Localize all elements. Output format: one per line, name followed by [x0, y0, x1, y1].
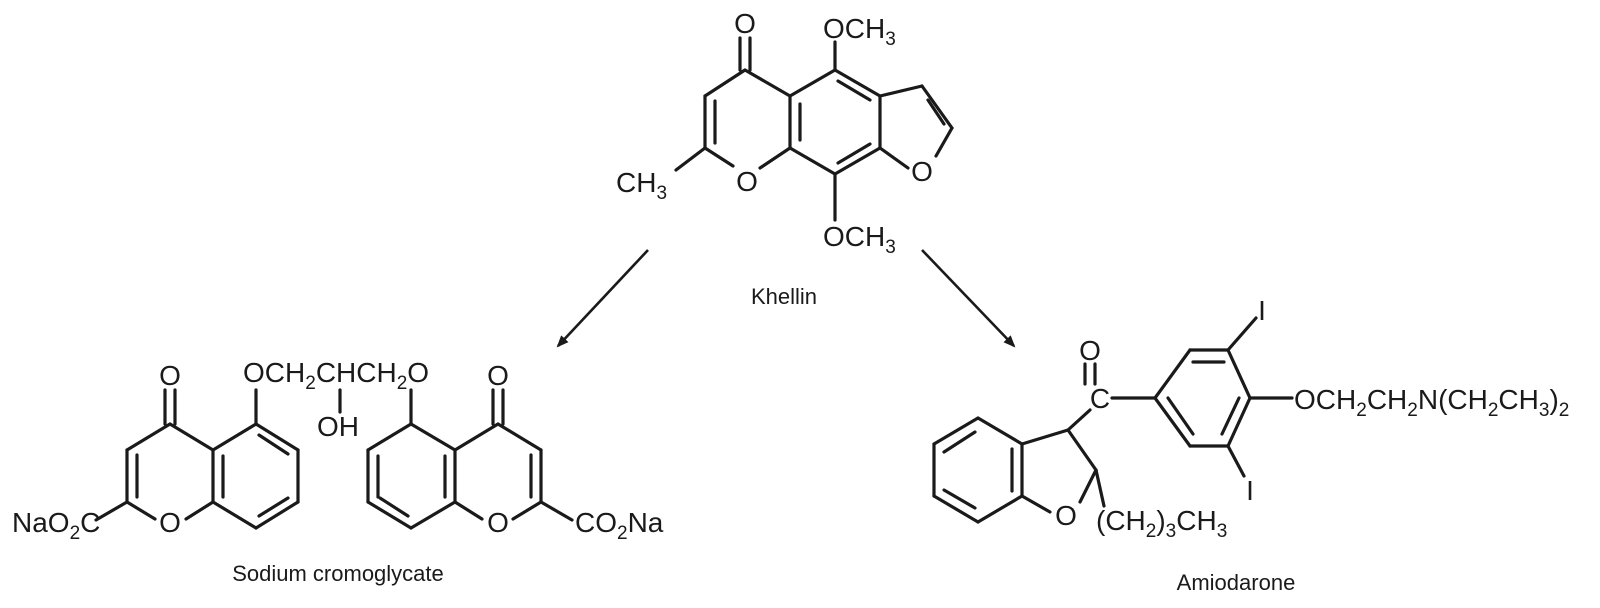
cromoglycate-name: Sodium cromoglycate [232, 561, 444, 586]
arrow-to-amiodarone [921, 249, 1016, 348]
khellin-carbonyl-oxygen: O [734, 8, 756, 39]
amiodarone-ring-oxygen: O [1055, 500, 1077, 531]
khellin-methyl: CH3 [616, 167, 667, 204]
cromoglycate-carboxylate-left: NaO2C [12, 507, 100, 544]
cromoglycate-structure: O O O O OCH2CHCH2O OH NaO2C CO2Na Sodium… [12, 357, 664, 586]
amiodarone-carbonyl-carbon: C [1090, 383, 1110, 414]
khellin-furan-oxygen: O [911, 156, 933, 187]
amiodarone-butyl: (CH2)3CH3 [1096, 505, 1227, 542]
amiodarone-iodine-top: I [1258, 295, 1266, 326]
amiodarone-name: Amiodarone [1177, 570, 1296, 595]
cromoglycate-linker: OCH2CHCH2O [243, 357, 429, 394]
khellin-structure: O OCH3 O O CH3 OCH3 Khellin [616, 8, 954, 309]
amiodarone-iodine-bottom: I [1246, 475, 1254, 506]
khellin-bonds [674, 36, 954, 222]
arrow-to-cromoglycate [556, 249, 649, 348]
cromoglycate-carbonyl-oxygen-right: O [487, 360, 509, 391]
amiodarone-bonds [932, 316, 1294, 524]
cromoglycate-hydroxyl: OH [317, 411, 359, 442]
khellin-methoxy-top: OCH3 [823, 13, 896, 50]
cromoglycate-bonds [94, 388, 574, 530]
cromoglycate-carbonyl-oxygen-left: O [159, 360, 181, 391]
khellin-methoxy-bottom: OCH3 [823, 221, 896, 258]
amiodarone-structure: O C O I I OCH2CH2N(CH2CH3)2 (CH2)3CH3 Am… [932, 295, 1569, 595]
khellin-pyran-oxygen: O [736, 166, 758, 197]
cromoglycate-ring-oxygen-left: O [159, 507, 181, 538]
amiodarone-carbonyl-oxygen: O [1079, 335, 1101, 366]
cromoglycate-ring-oxygen-right: O [487, 507, 509, 538]
amiodarone-side-chain: OCH2CH2N(CH2CH3)2 [1294, 384, 1569, 421]
cromoglycate-carboxylate-right: CO2Na [575, 507, 664, 544]
khellin-name: Khellin [751, 284, 817, 309]
